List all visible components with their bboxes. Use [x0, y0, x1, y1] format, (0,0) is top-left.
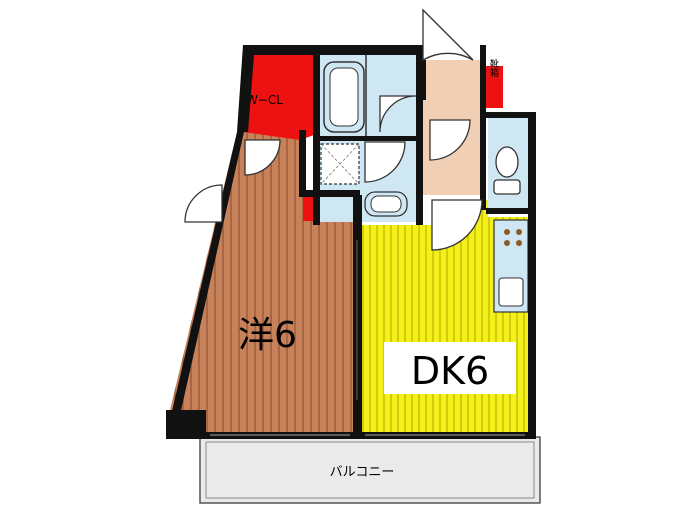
- western-room-label: 洋6: [238, 315, 297, 356]
- balcony-label: バルコニー: [330, 465, 395, 480]
- dining-kitchen: DK6: [362, 200, 528, 437]
- sink-icon: [498, 277, 524, 307]
- stove-icon: [504, 229, 522, 246]
- shoe-box: 靴箱: [483, 58, 503, 108]
- toilet-room: [488, 118, 528, 210]
- dk-label-bg: [384, 342, 516, 394]
- closet-label: W−CL: [246, 93, 283, 107]
- toilet-icon: [493, 146, 521, 195]
- kitchen-counter: [493, 219, 529, 313]
- bathroom: [318, 55, 418, 140]
- door-swing-icon: [184, 8, 483, 251]
- walk-in-closet: W−CL: [243, 55, 314, 140]
- dk-label: DK6: [411, 349, 489, 393]
- shoe-box-label: 靴箱: [488, 58, 499, 78]
- walls: [166, 45, 536, 439]
- balcony: バルコニー: [199, 436, 541, 504]
